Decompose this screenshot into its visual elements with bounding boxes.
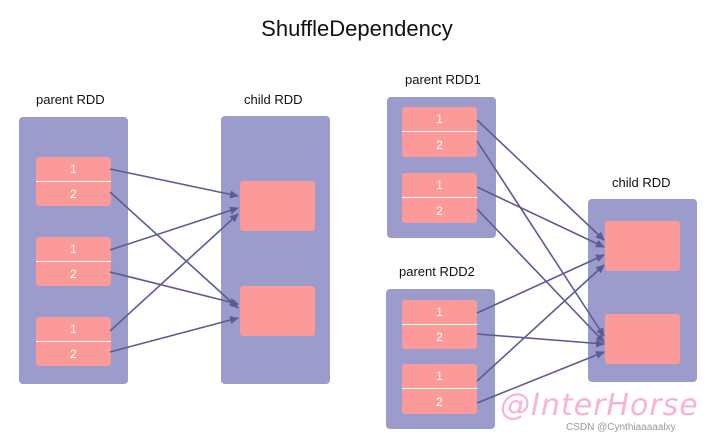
arrow <box>109 168 239 199</box>
parent-rdd2-partition: 1 2 <box>402 364 477 414</box>
parent-rdd1-partition: 1 2 <box>402 173 477 223</box>
watermark: @InterHorse <box>500 388 699 423</box>
partition-segment-2: 2 <box>70 266 77 281</box>
arrow <box>476 208 605 343</box>
arrow <box>109 271 239 306</box>
partition-segment-2: 2 <box>436 137 443 152</box>
child-rdd-right-label: child RDD <box>612 175 671 190</box>
partition-segment-1: 1 <box>36 237 111 262</box>
arrow <box>109 213 239 332</box>
arrow <box>109 316 239 353</box>
child-rdd-partition <box>240 286 315 336</box>
partition-segment-1: 1 <box>402 107 477 132</box>
child-rdd-partition <box>240 181 315 231</box>
partition-segment-1: 1 <box>402 173 477 198</box>
arrow <box>476 264 605 382</box>
arrow <box>476 140 605 337</box>
child-rdd-box <box>221 116 330 384</box>
arrow <box>109 191 239 309</box>
arrow <box>476 351 605 404</box>
partition-segment-1: 1 <box>402 364 477 389</box>
parent-rdd-partition: 1 2 <box>36 157 111 206</box>
partition-segment-2: 2 <box>436 203 443 218</box>
partition-segment-1: 1 <box>402 300 477 325</box>
partition-segment-1: 1 <box>36 157 111 182</box>
arrow <box>109 206 239 251</box>
parent-rdd-partition: 1 2 <box>36 317 111 366</box>
partition-segment-2: 2 <box>70 186 77 201</box>
child-rdd-label: child RDD <box>244 92 303 107</box>
parent-rdd1-label: parent RDD1 <box>405 72 481 87</box>
parent-rdd-label: parent RDD <box>36 92 105 107</box>
parent-rdd1-partition: 1 2 <box>402 107 477 157</box>
parent-rdd2-partition: 1 2 <box>402 300 477 349</box>
arrow <box>476 119 605 241</box>
parent-rdd2-label: parent RDD2 <box>399 264 475 279</box>
partition-segment-2: 2 <box>436 329 443 344</box>
arrow <box>476 186 605 248</box>
arrow <box>476 333 605 348</box>
child-rdd-right-partition <box>605 314 680 364</box>
diagram-title: ShuffleDependency <box>261 16 453 41</box>
partition-segment-2: 2 <box>436 394 443 409</box>
partition-segment-1: 1 <box>36 317 111 342</box>
partition-segment-2: 2 <box>70 346 77 361</box>
child-rdd-right-partition <box>605 221 680 271</box>
parent-rdd-partition: 1 2 <box>36 237 111 286</box>
csdn-credit: CSDN @Cynthiaaaaalxy <box>566 422 676 433</box>
arrow <box>476 254 605 314</box>
